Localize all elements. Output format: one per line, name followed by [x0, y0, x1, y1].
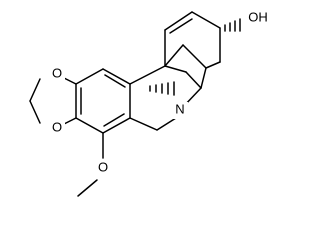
methoxy-group: [77, 132, 104, 197]
oxygen-atom-methoxy: O: [98, 159, 108, 174]
hydroxyl-label: OH: [248, 9, 268, 24]
hydroxyl-hash-bond: [224, 18, 241, 32]
oxygen-atom-top: O: [52, 65, 62, 80]
aromatic-ring: [75, 68, 131, 134]
oxygen-atom-bottom: O: [52, 119, 62, 134]
nitrogen-atom: N: [175, 101, 184, 116]
cyclohexene-ring: [164, 11, 221, 69]
azabicyclic-core: [129, 44, 207, 131]
stereo-hash-bond: [149, 81, 175, 96]
molecule-structure-diagram: O O O N OH: [29, 9, 268, 197]
